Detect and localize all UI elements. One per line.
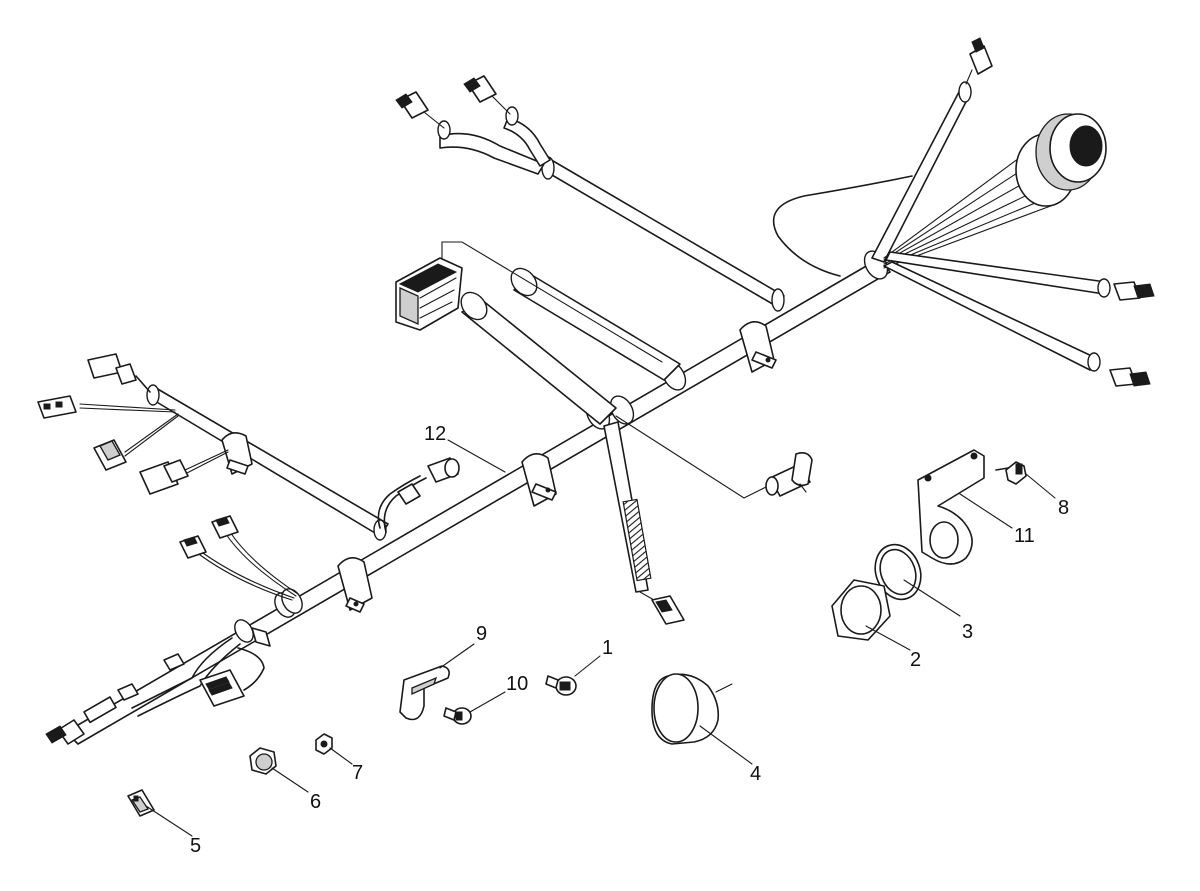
ring-part-3 bbox=[874, 543, 922, 601]
leader-7 bbox=[329, 747, 353, 765]
bracket-part-11 bbox=[917, 449, 985, 565]
callout-10: 10 bbox=[506, 673, 528, 695]
callout-labels: 1 2 3 4 5 6 7 8 9 10 11 12 bbox=[190, 423, 1069, 857]
lower-left-loop-connector bbox=[117, 637, 265, 717]
trunk-clip-4 bbox=[251, 627, 271, 647]
fuse-box-branch bbox=[395, 241, 681, 425]
left-branch-connectors bbox=[37, 353, 389, 541]
callout-6: 6 bbox=[310, 791, 321, 813]
leader-5 bbox=[145, 805, 193, 837]
left-pigtail-connectors bbox=[179, 515, 299, 601]
nut-part-2 bbox=[831, 579, 891, 641]
upper-branch-connectors bbox=[395, 75, 785, 312]
trunk-clip-2 bbox=[521, 453, 557, 507]
callout-7: 7 bbox=[352, 762, 363, 784]
bolt-part-8 bbox=[995, 461, 1027, 485]
callout-11: 11 bbox=[1014, 525, 1035, 547]
nut-part-7 bbox=[315, 733, 333, 755]
leader-8 bbox=[1025, 473, 1056, 499]
leader-9 bbox=[439, 643, 475, 669]
screw-part-1 bbox=[545, 675, 577, 696]
right-end-branches bbox=[772, 37, 1155, 387]
callout-12: 12 bbox=[424, 423, 446, 445]
callout-3: 3 bbox=[962, 621, 973, 643]
leader-6 bbox=[271, 767, 309, 793]
callout-4: 4 bbox=[750, 763, 761, 785]
bolt-part-10 bbox=[443, 707, 472, 725]
cap-part-4 bbox=[651, 673, 733, 745]
center-down-branch bbox=[603, 415, 813, 625]
leader-lines bbox=[145, 439, 1056, 837]
callout-5: 5 bbox=[190, 835, 201, 857]
leader-11 bbox=[959, 493, 1013, 529]
leader-1 bbox=[574, 655, 601, 677]
trunk-clip-1 bbox=[337, 557, 373, 613]
leader-2 bbox=[865, 625, 911, 651]
callout-8: 8 bbox=[1058, 497, 1069, 519]
leader-4 bbox=[699, 725, 753, 765]
sensor-lead-left bbox=[377, 457, 460, 533]
leader-10 bbox=[469, 691, 506, 713]
terminal-part-5 bbox=[127, 789, 155, 817]
leader-12 bbox=[447, 439, 506, 473]
callout-1: 1 bbox=[602, 637, 613, 659]
callout-2: 2 bbox=[910, 649, 921, 671]
clip-part-9 bbox=[399, 665, 450, 721]
callout-9: 9 bbox=[476, 623, 487, 645]
leader-3 bbox=[903, 579, 961, 617]
trunk-clip-3 bbox=[739, 321, 777, 373]
grommet-part-6 bbox=[249, 747, 277, 775]
main-harness-trunk bbox=[45, 250, 891, 745]
